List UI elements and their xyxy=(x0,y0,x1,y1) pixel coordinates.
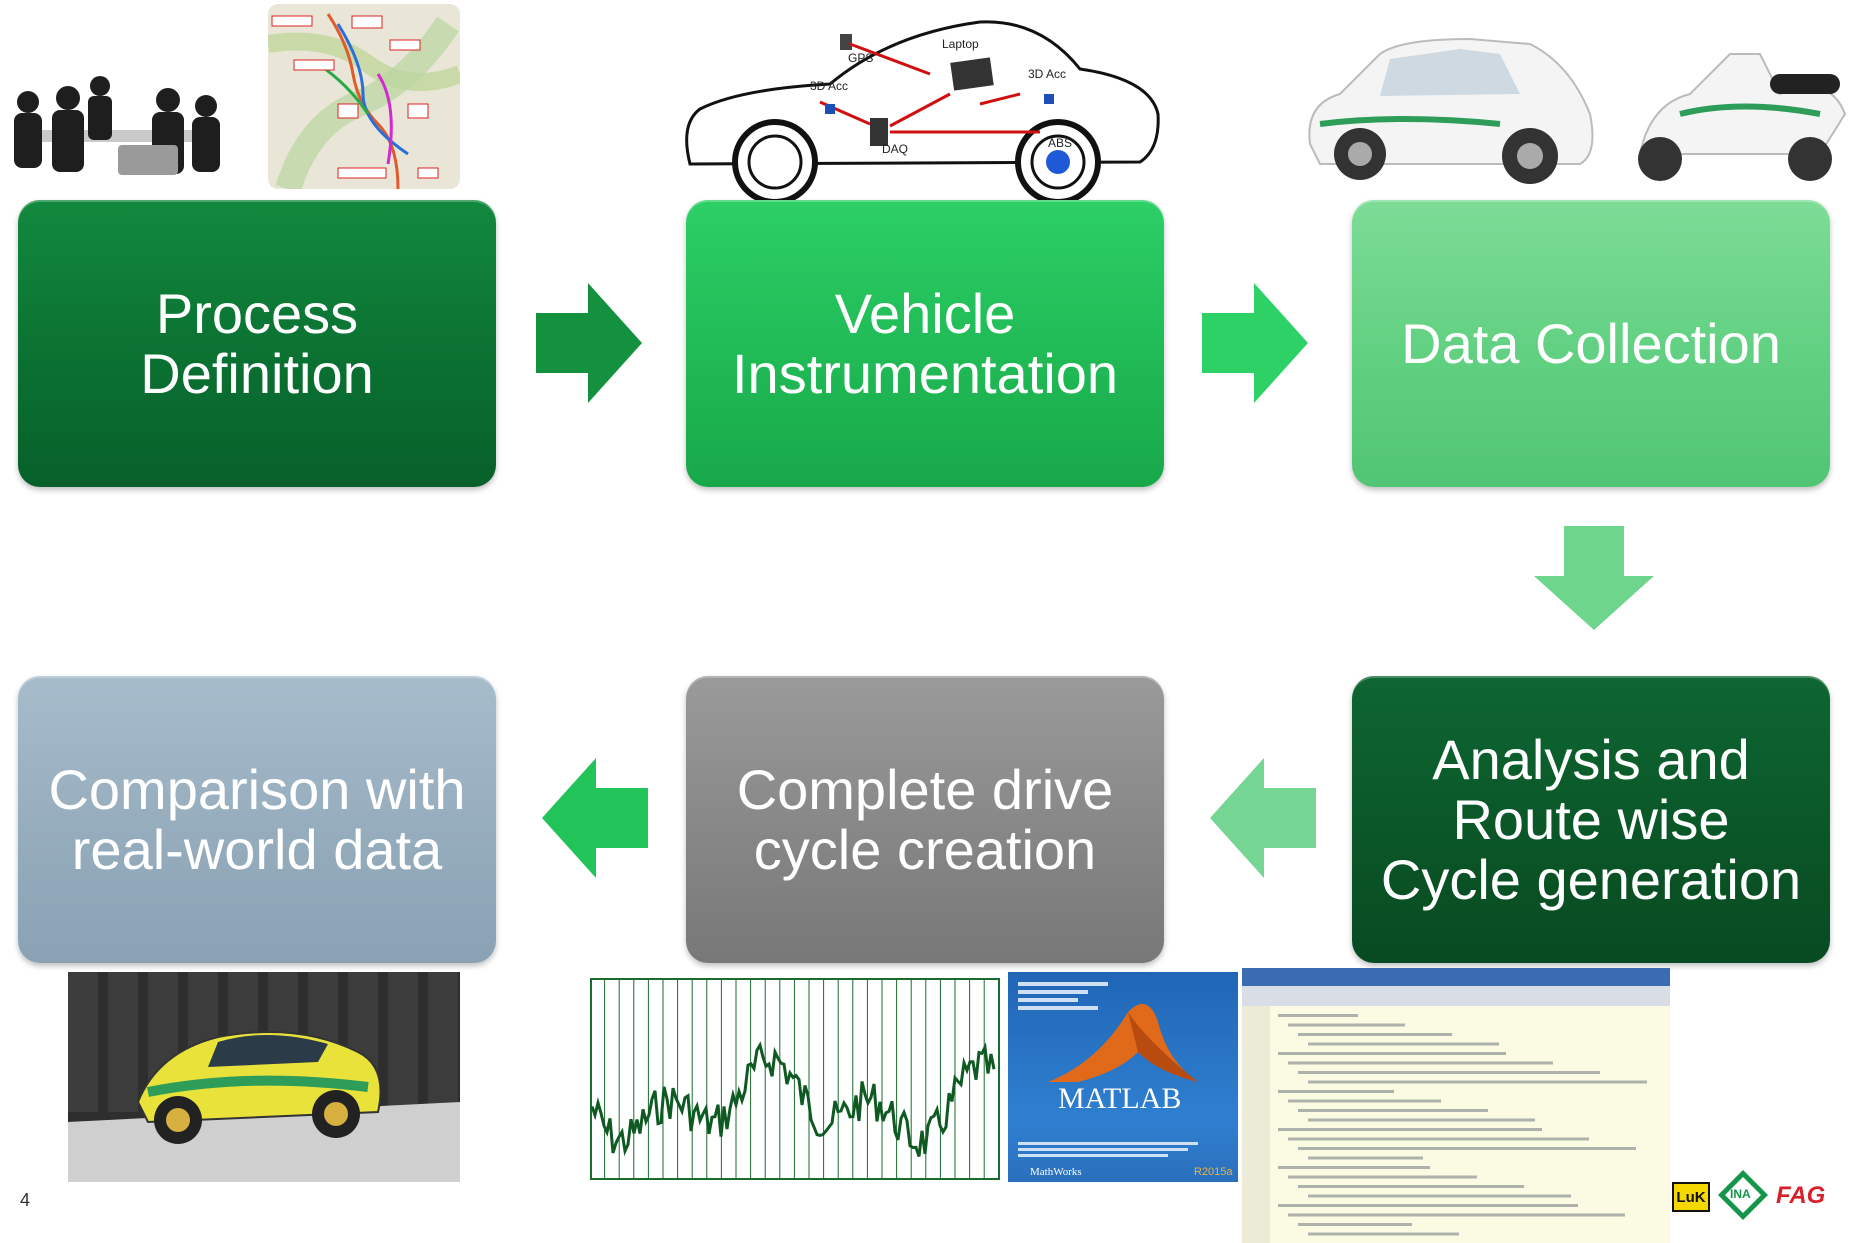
abs-label: ABS xyxy=(1048,136,1072,150)
step-comparison: Comparison with real-world data xyxy=(18,676,496,963)
matlab-vendor: MathWorks xyxy=(1030,1166,1082,1178)
drive-cycle-plot xyxy=(590,978,1000,1180)
step-vehicle-instrumentation: Vehicle Instrumentation xyxy=(686,200,1164,487)
step-drive-cycle: Complete drive cycle creation xyxy=(686,676,1164,963)
acc-left-label: 3D Acc xyxy=(810,79,848,93)
matlab-name: MATLAB xyxy=(1058,1082,1182,1115)
step-data-collection: Data Collection xyxy=(1352,200,1830,487)
matlab-version: R2015a xyxy=(1194,1166,1233,1178)
arrow-down xyxy=(1534,526,1654,630)
luk-logo-text: LuK xyxy=(1676,1188,1706,1206)
meeting-image xyxy=(8,60,233,185)
daq-label: DAQ xyxy=(882,142,908,156)
acc-right-label: 3D Acc xyxy=(1028,67,1066,81)
car-instrumentation-diagram: GPS Laptop 3D Acc 3D Acc DAQ ABS xyxy=(680,14,1160,205)
scooter-image xyxy=(1620,14,1850,184)
page-number: 4 xyxy=(20,1190,31,1210)
arrow-right-1 xyxy=(536,283,642,403)
fag-logo: FAG xyxy=(1776,1182,1826,1209)
step-process-definition: Process Definition xyxy=(18,200,496,487)
arrow-left-1 xyxy=(1210,758,1316,878)
route-map-image xyxy=(268,4,460,189)
gps-label: GPS xyxy=(848,51,873,65)
step-analysis-label: Analysis and Route wise Cycle generation xyxy=(1380,727,1802,911)
step-comparison-label: Comparison with real-world data xyxy=(48,757,466,881)
laptop-label: Laptop xyxy=(942,37,979,51)
step-data-collection-label: Data Collection xyxy=(1401,311,1781,375)
arrow-right-2 xyxy=(1202,283,1308,403)
step-drive-cycle-label: Complete drive cycle creation xyxy=(736,757,1114,881)
test-car-image xyxy=(1300,24,1600,194)
step-vehicle-instrumentation-label: Vehicle Instrumentation xyxy=(732,281,1118,405)
ina-logo-text: INA xyxy=(1730,1187,1751,1201)
step-analysis: Analysis and Route wise Cycle generation xyxy=(1352,676,1830,963)
test-chamber-image xyxy=(68,972,460,1182)
arrow-left-2 xyxy=(542,758,648,878)
luk-logo: LuK xyxy=(1672,1182,1710,1212)
ina-logo: INA xyxy=(1718,1170,1768,1220)
step-process-definition-label: Process Definition xyxy=(140,281,374,405)
code-editor-screenshot xyxy=(1242,968,1670,1243)
matlab-splash: MATLAB MathWorks R2015a xyxy=(1008,972,1238,1182)
